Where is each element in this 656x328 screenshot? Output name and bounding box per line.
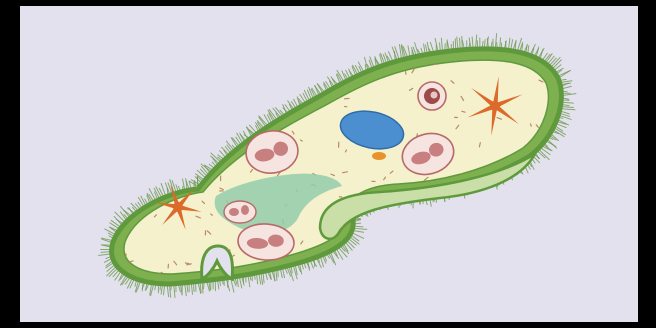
paramecium-diagram	[20, 6, 638, 322]
forming-food-vacuole	[224, 201, 256, 223]
micronucleus	[372, 152, 386, 160]
food-vacuole	[418, 82, 446, 110]
diagram-panel	[20, 6, 638, 322]
